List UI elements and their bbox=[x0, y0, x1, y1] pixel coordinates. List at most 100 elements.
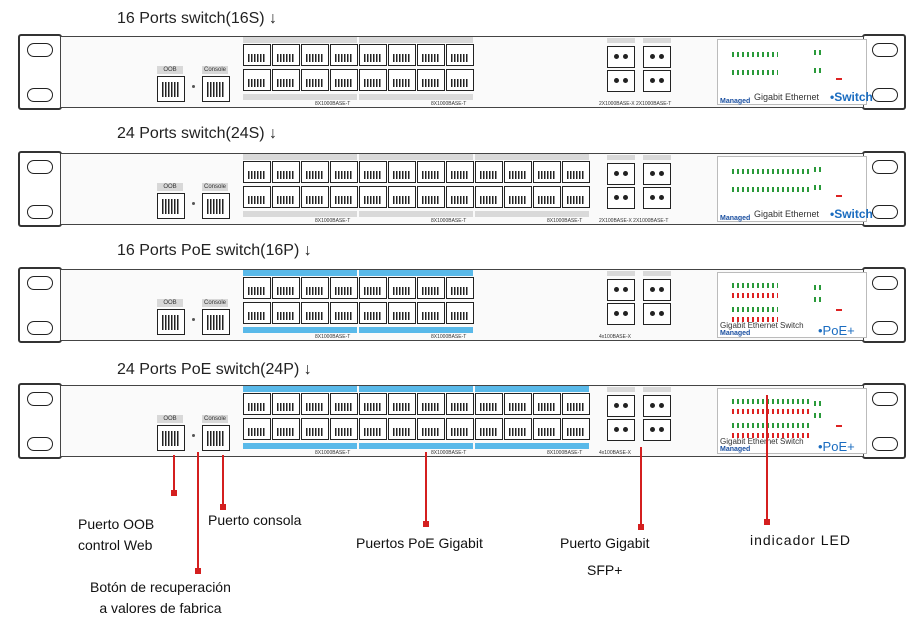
sfp-number-strip bbox=[643, 38, 671, 43]
rj45-port bbox=[504, 393, 532, 415]
sfp-number-strip bbox=[607, 271, 635, 276]
rj45-port bbox=[504, 186, 532, 208]
rj45-port bbox=[388, 69, 416, 91]
rj45-port bbox=[272, 277, 300, 299]
port-number-strip bbox=[475, 386, 589, 392]
rack-ear-left bbox=[18, 34, 62, 110]
rj45-port bbox=[272, 44, 300, 66]
sfp-caption: 4x100BASE-X bbox=[599, 334, 631, 340]
rj45-port bbox=[417, 44, 445, 66]
port-group-caption: 8X1000BASE-T bbox=[547, 450, 583, 456]
mount-slot bbox=[872, 160, 898, 174]
mount-slot bbox=[872, 392, 898, 406]
callout-leader-end bbox=[638, 524, 644, 530]
rj45-port bbox=[359, 277, 387, 299]
sfp-caption: 2X1000BASE-X 2X1000BASE-T bbox=[599, 101, 672, 107]
reset-button bbox=[192, 318, 195, 321]
mount-slot bbox=[872, 437, 898, 451]
console-label: Console bbox=[202, 183, 228, 191]
port-number-strip bbox=[243, 37, 357, 43]
rj45-port bbox=[446, 302, 474, 324]
led-indicator-row bbox=[814, 285, 822, 290]
rj45-port bbox=[359, 161, 387, 183]
led-indicator-row bbox=[814, 167, 822, 172]
brand-managed: Managed bbox=[720, 215, 751, 222]
rack-ear-right bbox=[862, 34, 906, 110]
sfp-port bbox=[643, 279, 671, 301]
port-group: 8X1000BASE-T bbox=[359, 154, 474, 226]
port-number-strip bbox=[359, 211, 473, 217]
sfp-number-strip bbox=[607, 155, 635, 160]
sfp-port bbox=[607, 395, 635, 417]
mount-slot bbox=[872, 88, 898, 102]
led-indicator-row bbox=[814, 401, 822, 406]
oob-port bbox=[157, 309, 185, 335]
callout-console-label: Puerto consola bbox=[208, 512, 302, 528]
led-indicator-red bbox=[836, 78, 842, 80]
rj45-port bbox=[417, 393, 445, 415]
sfp-number-strip bbox=[607, 387, 635, 392]
rj45-port bbox=[533, 161, 561, 183]
brand-switch: •Switch bbox=[830, 207, 873, 221]
oob-port bbox=[157, 425, 185, 451]
mount-slot bbox=[27, 321, 53, 335]
mount-slot bbox=[27, 205, 53, 219]
mount-slot bbox=[27, 88, 53, 102]
rj45-port bbox=[301, 393, 329, 415]
led-indicator-row bbox=[814, 413, 822, 418]
sfp-port bbox=[607, 419, 635, 441]
sfp-port bbox=[643, 395, 671, 417]
rj45-port bbox=[359, 44, 387, 66]
rj45-port bbox=[388, 161, 416, 183]
rj45-port bbox=[330, 302, 358, 324]
rj45-port bbox=[243, 277, 271, 299]
rj45-port bbox=[417, 277, 445, 299]
brand-managed: Managed bbox=[720, 330, 751, 337]
rj45-port bbox=[388, 186, 416, 208]
mount-slot bbox=[872, 276, 898, 290]
sfp-port bbox=[643, 70, 671, 92]
rj45-port bbox=[446, 69, 474, 91]
port-number-strip bbox=[359, 443, 473, 449]
port-group: 8X1000BASE-T bbox=[243, 270, 358, 342]
port-group-caption: 8X1000BASE-T bbox=[431, 450, 467, 456]
section-title: 24 Ports switch(24S) ↓ bbox=[117, 125, 278, 142]
callout-leader-end bbox=[423, 521, 429, 527]
rack-ear-right bbox=[862, 383, 906, 459]
callout-leader-line bbox=[766, 395, 768, 523]
sfp-port bbox=[607, 70, 635, 92]
mount-slot bbox=[27, 437, 53, 451]
led-indicator-red bbox=[836, 425, 842, 427]
sfp-port bbox=[643, 187, 671, 209]
callout-leader-end bbox=[220, 504, 226, 510]
rj45-port bbox=[272, 186, 300, 208]
led-indicator-row bbox=[732, 293, 778, 298]
callout-leader-line bbox=[197, 452, 199, 572]
port-number-strip bbox=[475, 154, 589, 160]
rj45-port bbox=[301, 302, 329, 324]
callout-leader-end bbox=[171, 490, 177, 496]
rj45-port bbox=[417, 302, 445, 324]
console-port bbox=[202, 425, 230, 451]
oob-label: OOB bbox=[157, 299, 183, 307]
rj45-port bbox=[562, 186, 590, 208]
rj45-port bbox=[272, 161, 300, 183]
callout-leader-end bbox=[764, 519, 770, 525]
brand-gigabit-ethernet-switch: Gigabit Ethernet Switch bbox=[720, 321, 804, 330]
rj45-port bbox=[475, 161, 503, 183]
port-number-strip bbox=[359, 154, 473, 160]
console-label: Console bbox=[202, 66, 228, 74]
callout-poe-ports-label: Puertos PoE Gigabit bbox=[356, 535, 483, 551]
port-number-strip bbox=[475, 211, 589, 217]
rj45-port bbox=[446, 44, 474, 66]
rj45-port bbox=[301, 69, 329, 91]
port-number-strip bbox=[243, 443, 357, 449]
sfp-port bbox=[607, 303, 635, 325]
port-group: 8X1000BASE-T bbox=[243, 386, 358, 458]
rj45-port bbox=[446, 418, 474, 440]
rj45-port bbox=[388, 418, 416, 440]
